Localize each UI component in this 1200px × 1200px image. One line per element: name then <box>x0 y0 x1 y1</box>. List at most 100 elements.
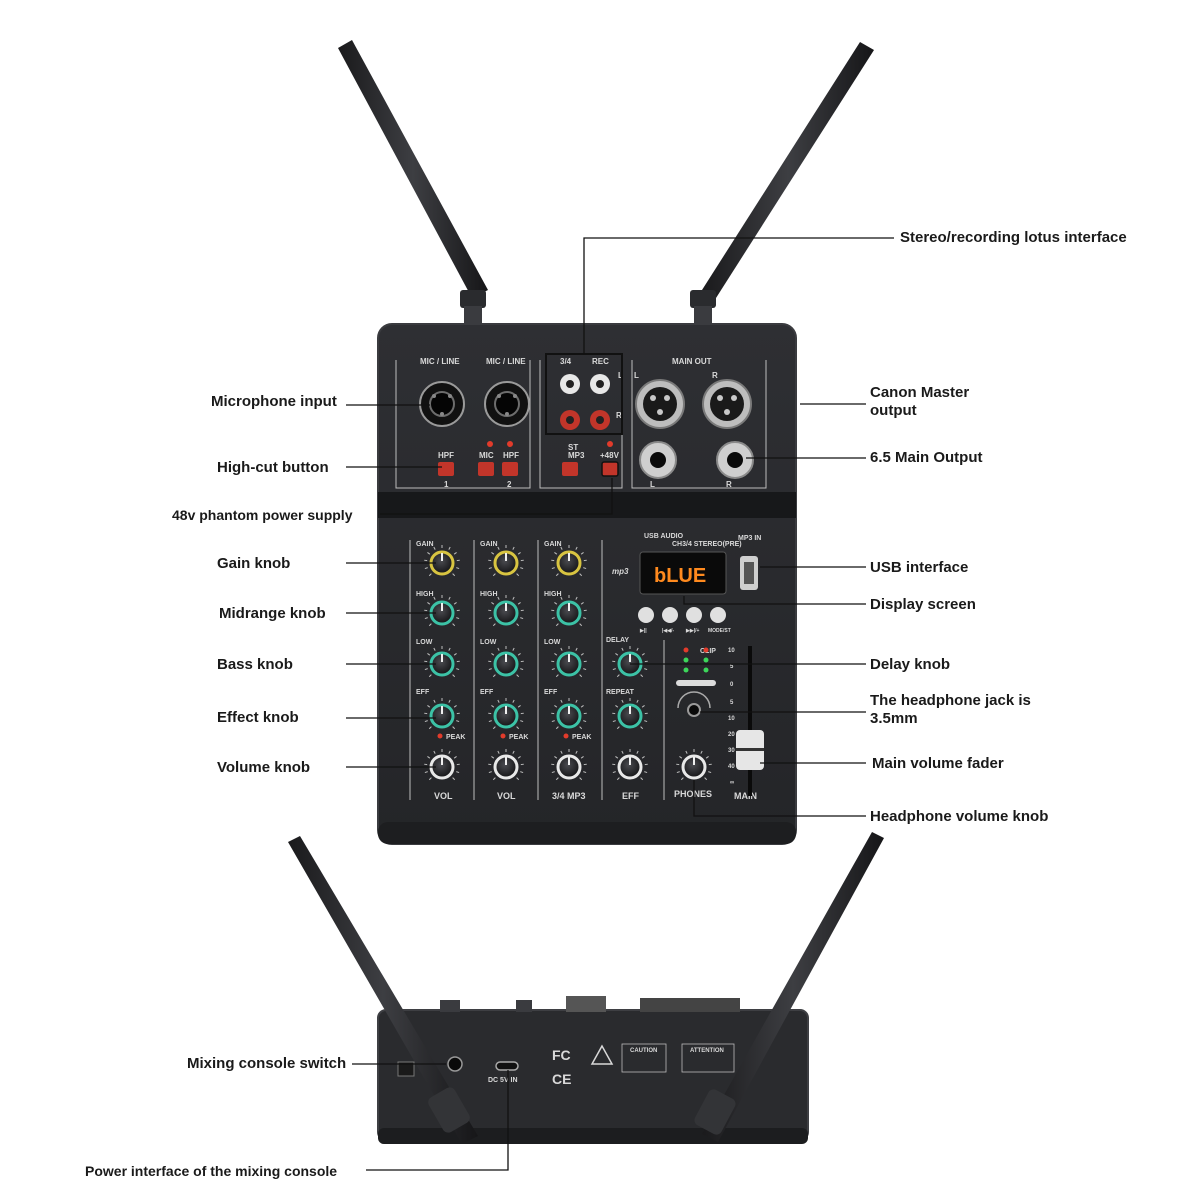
clip-label: CLIP <box>700 648 716 655</box>
ch1-high-knob[interactable] <box>424 595 460 627</box>
mic-input-callout: Microphone input <box>211 393 337 410</box>
ch1-low-label: LOW <box>416 639 433 646</box>
power-interface-callout: Power interface of the mixing console <box>85 1163 338 1179</box>
display-screen: bLUE <box>639 551 727 595</box>
rca-l-label: L <box>618 371 623 380</box>
ch1-gain-label: GAIN <box>416 541 434 548</box>
ch1-number: 1 <box>444 480 449 489</box>
mic-button-2[interactable] <box>478 462 494 476</box>
ch2-gain-label: GAIN <box>480 541 498 548</box>
gain-callout: Gain knob <box>217 555 291 572</box>
rca-jacks[interactable] <box>545 353 623 435</box>
ch3-high-knob[interactable] <box>551 595 587 627</box>
next-label: ▶▶|/+ <box>685 628 699 634</box>
ch1-eff-knob[interactable] <box>424 698 460 730</box>
mp3-in-label: MP3 IN <box>738 535 761 542</box>
mic-input-2[interactable] <box>484 381 530 427</box>
ch2-high-knob[interactable] <box>488 595 524 627</box>
ch2-eff-knob[interactable] <box>488 698 524 730</box>
p48v-label: +48V <box>600 451 620 460</box>
midrange-callout: Midrange knob <box>219 605 326 622</box>
mic2-label: MIC <box>479 451 494 460</box>
ch3-low-label: LOW <box>544 639 561 646</box>
ch1-peak-label: PEAK <box>446 734 465 741</box>
ch3-low-knob[interactable] <box>551 646 587 678</box>
ch34-stereo-label: CH3/4 STEREO(PRE) <box>672 541 742 548</box>
bass-callout: Bass knob <box>217 656 293 673</box>
hpf-button-1[interactable] <box>438 462 454 476</box>
caution-label: CAUTION <box>630 1048 657 1054</box>
display-text: bLUE <box>654 565 706 587</box>
ch34-vol-label: 3/4 MP3 <box>552 791 586 801</box>
ch2-low-knob[interactable] <box>488 646 524 678</box>
ch2-vol-label: VOL <box>497 791 516 801</box>
hpf1-label: HPF <box>438 451 454 460</box>
mp3-logo: mp3 <box>612 567 629 576</box>
rca-r-label: R <box>616 411 622 420</box>
power-switch[interactable] <box>397 1056 463 1077</box>
ch34-vol-knob[interactable] <box>551 749 587 781</box>
ch3-gain-knob[interactable] <box>551 545 587 577</box>
ch3-eff-label: EFF <box>544 689 558 696</box>
eff-vol-label: EFF <box>622 791 640 801</box>
ch3-peak-label: PEAK <box>572 734 591 741</box>
ch2-low-label: LOW <box>480 639 497 646</box>
ch34-label: 3/4 <box>560 357 572 366</box>
level-leds <box>676 647 716 686</box>
jack-l-label: L <box>650 480 655 489</box>
ch2-number: 2 <box>507 480 512 489</box>
main-out-jack-right[interactable] <box>716 441 754 479</box>
main-fader-callout: Main volume fader <box>872 755 1004 772</box>
top-leds <box>487 441 613 447</box>
delay-callout: Delay knob <box>870 656 951 673</box>
st-mp3-button[interactable] <box>562 462 578 476</box>
bottom-left-antenna <box>288 836 478 1144</box>
main-label: MAIN <box>734 791 757 801</box>
fader-scale-3: 5 <box>730 700 734 706</box>
phones-label: PHONES <box>674 789 712 799</box>
play-pause-button[interactable] <box>638 607 654 623</box>
dc-power-port[interactable] <box>495 1061 519 1071</box>
ch2-eff-label: EFF <box>480 689 494 696</box>
prev-label: |◀◀/- <box>662 628 674 634</box>
main-out-65-callout: 6.5 Main Output <box>870 449 983 466</box>
fader-scale-0: 10 <box>728 648 735 654</box>
xlr-main-out-left[interactable] <box>635 379 685 429</box>
dc5v-label: DC 5V IN <box>488 1077 518 1084</box>
eff-vol-knob[interactable] <box>612 749 648 781</box>
mp3-label: MP3 <box>568 451 585 460</box>
fc-mark: FC <box>552 1047 571 1063</box>
knob-group <box>424 545 712 781</box>
ch3-eff-knob[interactable] <box>551 698 587 730</box>
hpf-button-2[interactable] <box>502 462 518 476</box>
usb-audio-label: USB AUDIO <box>644 533 684 540</box>
usb-port[interactable] <box>740 556 758 590</box>
prev-button[interactable] <box>662 607 678 623</box>
media-buttons[interactable] <box>638 607 726 623</box>
phones-vol-knob[interactable] <box>676 749 712 781</box>
main-volume-fader[interactable] <box>736 646 764 796</box>
delay-label: DELAY <box>606 637 629 644</box>
console-switch-callout: Mixing console switch <box>187 1055 347 1072</box>
volume-callout: Volume knob <box>217 759 311 776</box>
headphone-jack[interactable] <box>677 691 711 717</box>
st-label: ST <box>568 443 578 452</box>
repeat-knob[interactable] <box>612 698 648 730</box>
xlr-main-out-right[interactable] <box>702 379 752 429</box>
display-callout: Display screen <box>870 596 976 613</box>
ch1-vol-label: VOL <box>434 791 453 801</box>
fader-scale-5: 20 <box>728 732 735 738</box>
main-out-jack-left[interactable] <box>639 441 677 479</box>
ch2-gain-knob[interactable] <box>488 545 524 577</box>
phantom-48v-button[interactable] <box>601 461 619 477</box>
mic-input-1[interactable] <box>419 381 465 427</box>
stereo-rec-callout: Stereo/recording lotus interface <box>900 229 1127 246</box>
canon-out-callout-line2: output <box>870 402 917 419</box>
fader-scale-8: ∞ <box>730 780 734 786</box>
main-out-r-label: R <box>712 371 718 380</box>
mode-button[interactable] <box>710 607 726 623</box>
rec-label: REC <box>592 357 609 366</box>
next-button[interactable] <box>686 607 702 623</box>
main-out-l-label: L <box>634 371 639 380</box>
ch2-vol-knob[interactable] <box>488 749 524 781</box>
